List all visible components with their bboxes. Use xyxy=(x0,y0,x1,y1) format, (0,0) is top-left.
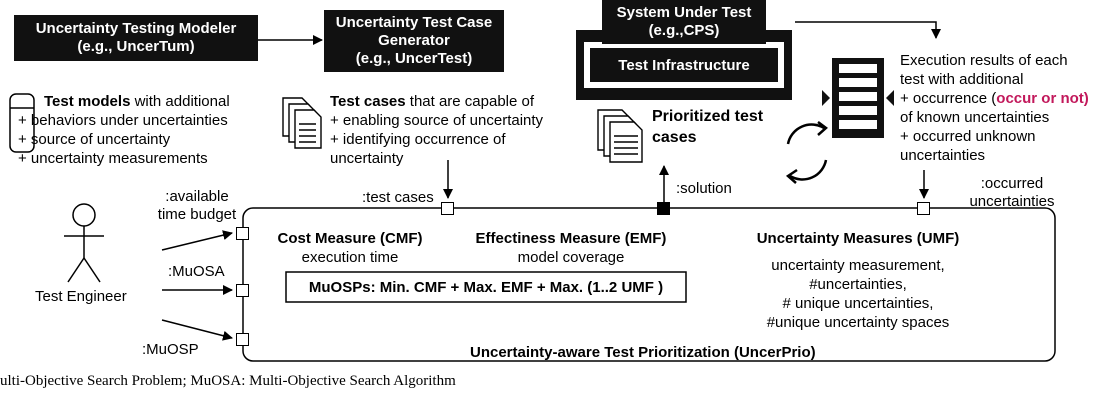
execution-line-6: uncertainties xyxy=(900,147,986,164)
occurred-label-line-1: :occurred xyxy=(980,175,1044,192)
test-engineer-label: Test Engineer xyxy=(35,288,127,305)
umf-item-3: # unique uncertainties, xyxy=(782,295,934,312)
test-cases-item-3: uncertainty xyxy=(330,150,404,167)
arrow-sut-to-results xyxy=(795,21,941,39)
port-test-cases xyxy=(441,202,454,215)
modeler-example: (e.g., UncerTum) xyxy=(77,38,195,55)
sut-example: (e.g.,CPS) xyxy=(648,22,720,39)
prioritized-label: Prioritized test cases xyxy=(652,106,763,148)
prioritized-document-icon xyxy=(597,109,643,163)
execution-results-text: Execution results of each test with addi… xyxy=(900,51,1089,165)
arrow-budget xyxy=(161,230,233,251)
cmf-title: Cost Measure (CMF) xyxy=(277,230,423,247)
modeler-title: Uncertainty Testing Modeler xyxy=(35,20,237,37)
port-label-muosa: :MuOSA xyxy=(168,263,225,280)
available-label-line-2: time budget xyxy=(157,206,237,223)
port-label-test-cases: :test cases xyxy=(362,189,434,206)
formula-text: MuOSPs: Min. CMF + Max. EMF + Max. (1..2… xyxy=(308,279,664,296)
execution-line-4: of known uncertainties xyxy=(900,109,1050,126)
cmf-block: Cost Measure (CMF) execution time xyxy=(270,229,430,267)
arrow-muosp xyxy=(161,319,233,341)
port-label-available-budget: :available time budget xyxy=(152,188,242,224)
test-cases-text: Test cases that are capable of + enablin… xyxy=(330,92,543,168)
cycle-icon xyxy=(785,121,828,184)
port-occurred xyxy=(917,202,930,215)
test-cases-item-1: + enabling source of uncertainty xyxy=(330,112,544,129)
available-label-line-1: :available xyxy=(165,188,229,205)
cmf-subtitle: execution time xyxy=(301,249,399,266)
execution-line-5: + occurred unknown xyxy=(900,128,1036,145)
test-infrastructure-label: Test Infrastructure xyxy=(618,57,750,74)
test-cases-title: Test cases xyxy=(330,93,406,110)
execution-results-icon xyxy=(822,58,894,138)
umf-title: Uncertainty Measures (UMF) xyxy=(756,230,960,247)
port-solution xyxy=(657,202,670,215)
port-available-budget xyxy=(236,227,249,240)
test-engineer-icon xyxy=(64,203,104,283)
figure-caption: ulti-Objective Search Problem; MuOSA: Mu… xyxy=(0,373,456,389)
port-label-occurred: :occurred uncertainties xyxy=(962,175,1062,211)
emf-title: Effectiness Measure (EMF) xyxy=(475,230,667,247)
generator-box: Uncertainty Test Case Generator (e.g., U… xyxy=(324,10,504,72)
execution-line-3: + occurrence ( xyxy=(900,90,997,107)
port-label-solution: :solution xyxy=(676,180,732,197)
execution-line-2: test with additional xyxy=(900,71,1024,88)
test-models-item-1: + behaviors under uncertainties xyxy=(18,112,228,129)
execution-line-1: Execution results of each xyxy=(900,52,1068,69)
generator-example: (e.g., UncerTest) xyxy=(355,50,473,67)
umf-item-4: #unique uncertainty spaces xyxy=(766,314,950,331)
test-models-title: Test models xyxy=(44,93,131,110)
sut-box: System Under Test (e.g.,CPS) xyxy=(602,0,766,44)
umf-block: Uncertainty Measures (UMF) uncertainty m… xyxy=(748,229,968,332)
generator-title-2: Generator xyxy=(378,32,450,49)
umf-item-1: uncertainty measurement, xyxy=(771,257,945,274)
test-cases-document-icon xyxy=(282,97,322,149)
prioritized-line-2: cases xyxy=(652,129,697,146)
test-model-icon xyxy=(9,93,35,153)
occur-or-not-highlight: occur or not) xyxy=(996,90,1089,107)
test-cases-item-2: + identifying occurrence of xyxy=(330,131,506,148)
test-models-item-3: + uncertainty measurements xyxy=(18,150,208,167)
test-models-item-2: + source of uncertainty xyxy=(18,131,171,148)
test-cases-line1: that are capable of xyxy=(405,93,535,110)
test-models-line1: with additional xyxy=(130,93,230,110)
port-muosp xyxy=(236,333,249,346)
occurred-label-line-2: uncertainties xyxy=(969,193,1055,210)
generator-title-1: Uncertainty Test Case xyxy=(335,14,493,31)
emf-block: Effectiness Measure (EMF) model coverage xyxy=(466,229,676,267)
umf-item-2: #uncertainties, xyxy=(809,276,907,293)
uncerprio-title: Uncertainty-aware Test Prioritization (U… xyxy=(470,344,816,361)
modeler-box: Uncertainty Testing Modeler (e.g., Uncer… xyxy=(14,15,258,61)
formula-box xyxy=(285,271,687,303)
test-models-text: Test models with additional + behaviors … xyxy=(18,92,230,168)
port-muosa xyxy=(236,284,249,297)
emf-subtitle: model coverage xyxy=(517,249,625,266)
sut-title: System Under Test xyxy=(616,4,752,21)
port-label-muosp: :MuOSP xyxy=(142,341,199,358)
prioritized-line-1: Prioritized test xyxy=(652,108,764,125)
